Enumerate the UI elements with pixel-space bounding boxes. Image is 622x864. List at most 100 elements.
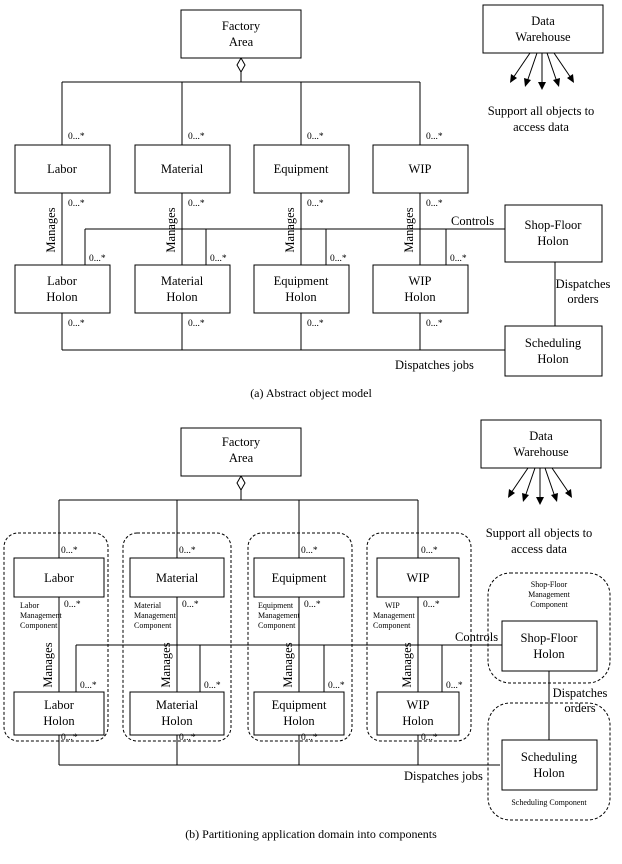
wip-holon-label-2: Holon xyxy=(404,290,436,304)
material-holon-label-1: Material xyxy=(161,274,204,288)
multiplicity: 0...* xyxy=(188,199,205,209)
shop-floor-holon-label-1: Shop-Floor xyxy=(521,631,579,645)
manages-label-material: Manages xyxy=(164,207,178,252)
multiplicity: 0...* xyxy=(450,254,467,264)
wip-box xyxy=(376,557,460,598)
labor-component-boundary xyxy=(3,532,109,742)
diagram-a: Factory Area Data Warehouse Support all … xyxy=(14,4,611,400)
multiplicity: 0...* xyxy=(61,733,78,743)
material-component-label-1: Material xyxy=(134,601,162,610)
multiplicity: 0...* xyxy=(307,319,324,329)
labor-component-label-2: Management xyxy=(20,611,63,620)
multiplicity: 0...* xyxy=(423,600,440,610)
multiplicity: 0...* xyxy=(61,546,78,556)
controls-label: Controls xyxy=(455,630,498,644)
multiplicity: 0...* xyxy=(307,132,324,142)
material-holon-box xyxy=(134,264,231,314)
material-label: Material xyxy=(161,162,204,176)
scheduling-component-label: Scheduling Component xyxy=(511,798,587,807)
multiplicity: 0...* xyxy=(179,733,196,743)
equipment-holon-label-2: Holon xyxy=(285,290,317,304)
factory-area-box xyxy=(180,427,302,477)
support-text-1: Support all objects to xyxy=(488,104,595,118)
material-component-label-3: Component xyxy=(134,621,172,630)
equipment-label: Equipment xyxy=(274,162,329,176)
wip-holon-label-1: WIP xyxy=(407,698,430,712)
material-holon-label-2: Holon xyxy=(161,714,193,728)
data-warehouse-label-1: Data xyxy=(531,14,555,28)
shop-floor-component-label-1: Shop-Floor xyxy=(531,580,568,589)
factory-area-label-2: Area xyxy=(229,451,254,465)
diagram-b: Factory Area Data Warehouse Support all … xyxy=(3,419,611,841)
labor-component-label-3: Component xyxy=(20,621,58,630)
multiplicity: 0...* xyxy=(64,600,81,610)
caption-a: (a) Abstract object model xyxy=(250,386,372,400)
material-component-label-2: Management xyxy=(134,611,177,620)
shop-floor-holon-label-2: Holon xyxy=(533,647,565,661)
dispatches-jobs-label: Dispatches jobs xyxy=(395,358,474,372)
scheduling-holon-box xyxy=(501,739,598,791)
aggregation-diamond xyxy=(236,56,246,74)
dispatches-orders-label-1: Dispatches xyxy=(553,686,608,700)
labor-holon-box xyxy=(14,264,111,314)
multiplicity: 0...* xyxy=(421,733,438,743)
multiplicity: 0...* xyxy=(446,681,463,691)
dispatches-orders-label-2: orders xyxy=(567,292,598,306)
wip-component-label-2: Management xyxy=(373,611,416,620)
wip-component-boundary xyxy=(366,532,472,742)
support-text-1: Support all objects to xyxy=(486,526,593,540)
multiplicity: 0...* xyxy=(304,600,321,610)
wip-component-label-3: Component xyxy=(373,621,411,630)
scheduling-holon-label-1: Scheduling xyxy=(525,336,582,350)
multiplicity: 0...* xyxy=(68,132,85,142)
labor-holon-label-2: Holon xyxy=(46,290,78,304)
labor-component-label-1: Labor xyxy=(20,601,39,610)
multiplicity: 0...* xyxy=(426,319,443,329)
factory-area-label-1: Factory xyxy=(222,435,261,449)
scheduling-holon-label-1: Scheduling xyxy=(521,750,578,764)
equipment-component-label-2: Management xyxy=(258,611,301,620)
labor-holon-box xyxy=(13,691,105,736)
wip-box xyxy=(372,144,469,194)
dispatches-orders-label-2: orders xyxy=(564,701,595,715)
multiplicity: 0...* xyxy=(204,681,221,691)
multiplicity: 0...* xyxy=(301,733,318,743)
data-warehouse-label-1: Data xyxy=(529,429,553,443)
material-holon-label-2: Holon xyxy=(166,290,198,304)
manages-label-equipment: Manages xyxy=(283,207,297,252)
shop-floor-component-label-3: Component xyxy=(530,600,568,609)
multiplicity: 0...* xyxy=(301,546,318,556)
labor-label: Labor xyxy=(44,571,75,585)
equipment-component-boundary xyxy=(247,532,353,742)
material-holon-box xyxy=(129,691,225,736)
material-box xyxy=(129,557,225,598)
equipment-box xyxy=(253,557,345,598)
dispatches-orders-label-1: Dispatches xyxy=(556,277,611,291)
wip-holon-label-1: WIP xyxy=(409,274,432,288)
multiplicity: 0...* xyxy=(89,254,106,264)
shop-floor-holon-label-2: Holon xyxy=(537,234,569,248)
data-warehouse-label-2: Warehouse xyxy=(515,30,571,44)
labor-box xyxy=(14,144,111,194)
shop-floor-holon-label-1: Shop-Floor xyxy=(525,218,583,232)
labor-box xyxy=(13,557,105,598)
multiplicity: 0...* xyxy=(210,254,227,264)
warehouse-arrows xyxy=(508,467,572,505)
labor-holon-label-1: Labor xyxy=(47,274,78,288)
factory-area-label-1: Factory xyxy=(222,19,261,33)
manages-label-labor: Manages xyxy=(41,642,55,687)
labor-holon-label-2: Holon xyxy=(43,714,75,728)
factory-area-label-2: Area xyxy=(229,35,254,49)
data-warehouse-box xyxy=(482,4,604,54)
multiplicity: 0...* xyxy=(68,199,85,209)
multiplicity: 0...* xyxy=(307,199,324,209)
equipment-component-label-3: Component xyxy=(258,621,296,630)
labor-holon-label-1: Labor xyxy=(44,698,75,712)
material-label: Material xyxy=(156,571,199,585)
multiplicity: 0...* xyxy=(421,546,438,556)
wip-label: WIP xyxy=(407,571,430,585)
multiplicity: 0...* xyxy=(179,546,196,556)
multiplicity: 0...* xyxy=(426,132,443,142)
material-box xyxy=(134,144,231,194)
multiplicity: 0...* xyxy=(80,681,97,691)
